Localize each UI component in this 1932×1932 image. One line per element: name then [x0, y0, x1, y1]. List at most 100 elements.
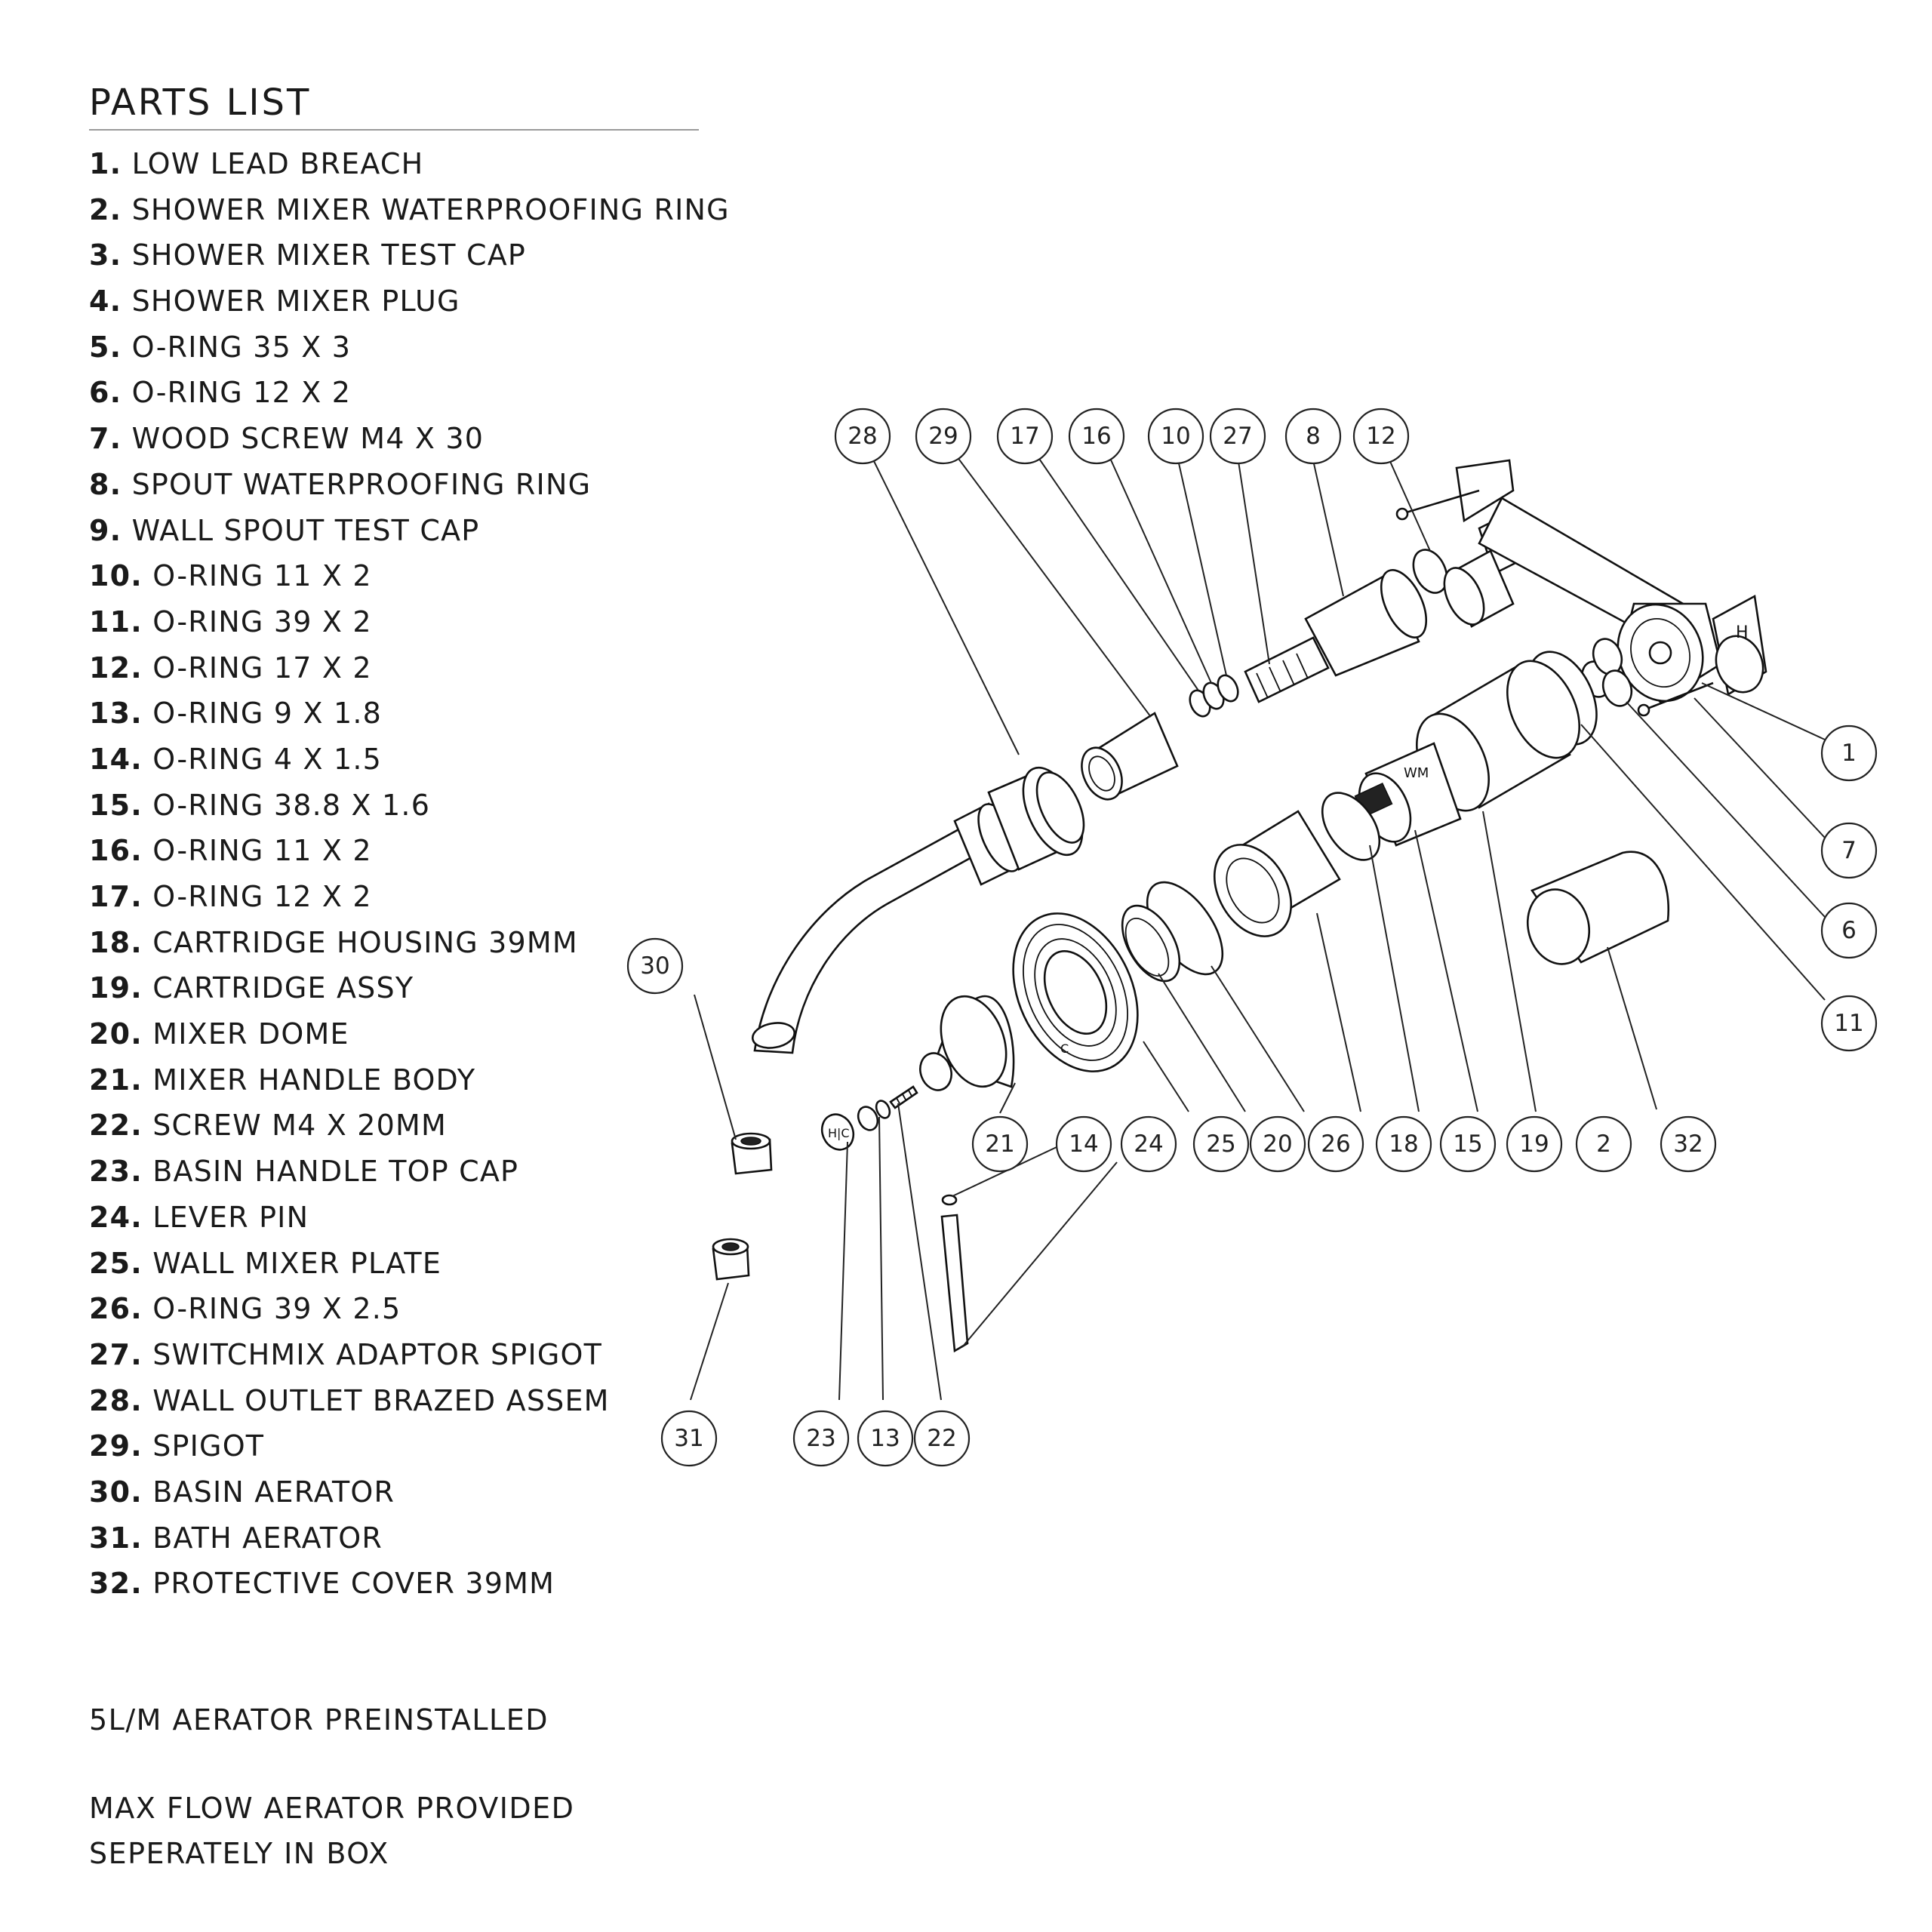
svg-text:25: 25 [1206, 1131, 1235, 1158]
aerator-preinstalled-note: 5L/M AERATOR PREINSTALLED [89, 1703, 549, 1737]
part-label: CARTRIDGE ASSY [152, 971, 414, 1005]
svg-text:6: 6 [1841, 917, 1857, 944]
low-lead-breach: H [1395, 459, 1767, 717]
part-label: BASIN AERATOR [152, 1475, 395, 1509]
svg-text:27: 27 [1223, 423, 1252, 450]
parts-list-item: 5. O-RING 35 X 3 [89, 325, 730, 371]
part-number: 32. [89, 1567, 143, 1601]
part-label: O-RING 39 X 2 [152, 605, 372, 638]
callout-1: 1 [1820, 724, 1878, 782]
parts-list-item: 7. WOOD SCREW M4 X 30 [89, 416, 730, 462]
parts-list-item: 10. O-RING 11 X 2 [89, 553, 730, 599]
callout-28: 28 [834, 408, 891, 465]
callout-16: 16 [1068, 408, 1125, 465]
parts-list-item: 13. O-RING 9 X 1.8 [89, 691, 730, 737]
svg-text:17: 17 [1010, 423, 1039, 450]
part-label: O-RING 11 X 2 [152, 559, 372, 593]
svg-text:15: 15 [1453, 1131, 1482, 1158]
part-number: 25. [89, 1246, 143, 1280]
svg-text:20: 20 [1263, 1131, 1292, 1158]
handle-fasteners: H|C [820, 1085, 918, 1151]
part-label: MIXER HANDLE BODY [152, 1063, 476, 1097]
callout-23: 23 [792, 1410, 850, 1467]
part-label: SPIGOT [152, 1429, 265, 1463]
callout-7: 7 [1820, 822, 1878, 879]
spout-waterproofing-ring [1304, 569, 1428, 677]
adaptor-spigot [1244, 636, 1330, 703]
part-label: SHOWER MIXER WATERPROOFING RING [131, 192, 730, 226]
part-number: 9. [89, 513, 122, 547]
part-number: 23. [89, 1155, 143, 1189]
part-number: 22. [89, 1109, 143, 1143]
parts-list-item: 15. O-RING 38.8 X 1.6 [89, 783, 730, 829]
callout-31: 31 [660, 1410, 718, 1467]
small-o-rings [1189, 674, 1239, 718]
parts-list-item: 21. MIXER HANDLE BODY [89, 1057, 730, 1103]
parts-list-item: 23. BASIN HANDLE TOP CAP [89, 1149, 730, 1195]
svg-text:30: 30 [640, 952, 669, 980]
svg-text:1: 1 [1841, 740, 1857, 767]
part-label: WALL MIXER PLATE [152, 1246, 442, 1280]
part-label: MIXER DOME [152, 1017, 349, 1051]
parts-list-item: 9. WALL SPOUT TEST CAP [89, 508, 730, 554]
svg-text:29: 29 [928, 423, 958, 450]
part-number: 29. [89, 1429, 143, 1463]
callout-21: 21 [971, 1115, 1029, 1173]
parts-list-title: PARTS LIST [89, 82, 312, 124]
part-label: PROTECTIVE COVER 39MM [152, 1567, 555, 1601]
part-number: 31. [89, 1521, 143, 1555]
svg-text:19: 19 [1519, 1131, 1549, 1158]
callout-6: 6 [1820, 902, 1878, 959]
max-flow-note-line-2: SEPERATELY IN BOX [89, 1837, 389, 1870]
cartridge-brand-mark: WM [1404, 765, 1429, 781]
max-flow-note-line-1: MAX FLOW AERATOR PROVIDED [89, 1792, 575, 1825]
part-number: 21. [89, 1063, 143, 1097]
parts-list-item: 22. SCREW M4 X 20MM [89, 1103, 730, 1149]
part-number: 13. [89, 697, 143, 731]
part-number: 20. [89, 1017, 143, 1051]
svg-text:14: 14 [1069, 1131, 1098, 1158]
part-label: SHOWER MIXER PLUG [131, 285, 460, 318]
parts-list-item: 2. SHOWER MIXER WATERPROOFING RING [89, 187, 730, 233]
body-mark: H [1736, 623, 1749, 642]
svg-text:8: 8 [1306, 423, 1321, 450]
parts-list-item: 4. SHOWER MIXER PLUG [89, 278, 730, 325]
callout-24: 24 [1120, 1115, 1177, 1173]
part-label: O-RING 35 X 3 [131, 330, 352, 364]
callout-20: 20 [1249, 1115, 1306, 1173]
wall-outlet-spout [751, 766, 1085, 1054]
callout-10: 10 [1147, 408, 1204, 465]
part-number: 24. [89, 1200, 143, 1234]
bath-aerator [712, 1238, 750, 1281]
callout-2: 2 [1575, 1115, 1632, 1173]
part-number: 15. [89, 788, 143, 822]
part-label: SPOUT WATERPROOFING RING [131, 467, 592, 501]
part-label: O-RING 11 X 2 [152, 834, 372, 868]
part-number: 26. [89, 1292, 143, 1326]
part-label: O-RING 12 X 2 [152, 880, 372, 913]
callout-12: 12 [1352, 408, 1410, 465]
callout-22: 22 [913, 1410, 971, 1467]
callout-26: 26 [1307, 1115, 1364, 1173]
part-label: O-RING 4 X 1.5 [152, 742, 383, 776]
callout-25: 25 [1192, 1115, 1250, 1173]
part-label: O-RING 17 X 2 [152, 651, 372, 685]
part-label: LOW LEAD BREACH [131, 147, 424, 180]
o-ring-12 [1412, 549, 1448, 594]
svg-text:21: 21 [985, 1131, 1014, 1158]
callout-15: 15 [1439, 1115, 1497, 1173]
svg-text:12: 12 [1366, 423, 1395, 450]
svg-text:24: 24 [1134, 1131, 1163, 1158]
spigot-part [1081, 712, 1179, 801]
mixer-dome [1121, 904, 1181, 983]
callout-32: 32 [1660, 1115, 1717, 1173]
callout-19: 19 [1506, 1115, 1563, 1173]
parts-list-item: 29. SPIGOT [89, 1423, 730, 1469]
protective-cover [1526, 851, 1670, 965]
part-number: 12. [89, 651, 143, 685]
part-number: 18. [89, 925, 143, 959]
svg-text:23: 23 [806, 1425, 835, 1452]
part-number: 7. [89, 422, 122, 456]
